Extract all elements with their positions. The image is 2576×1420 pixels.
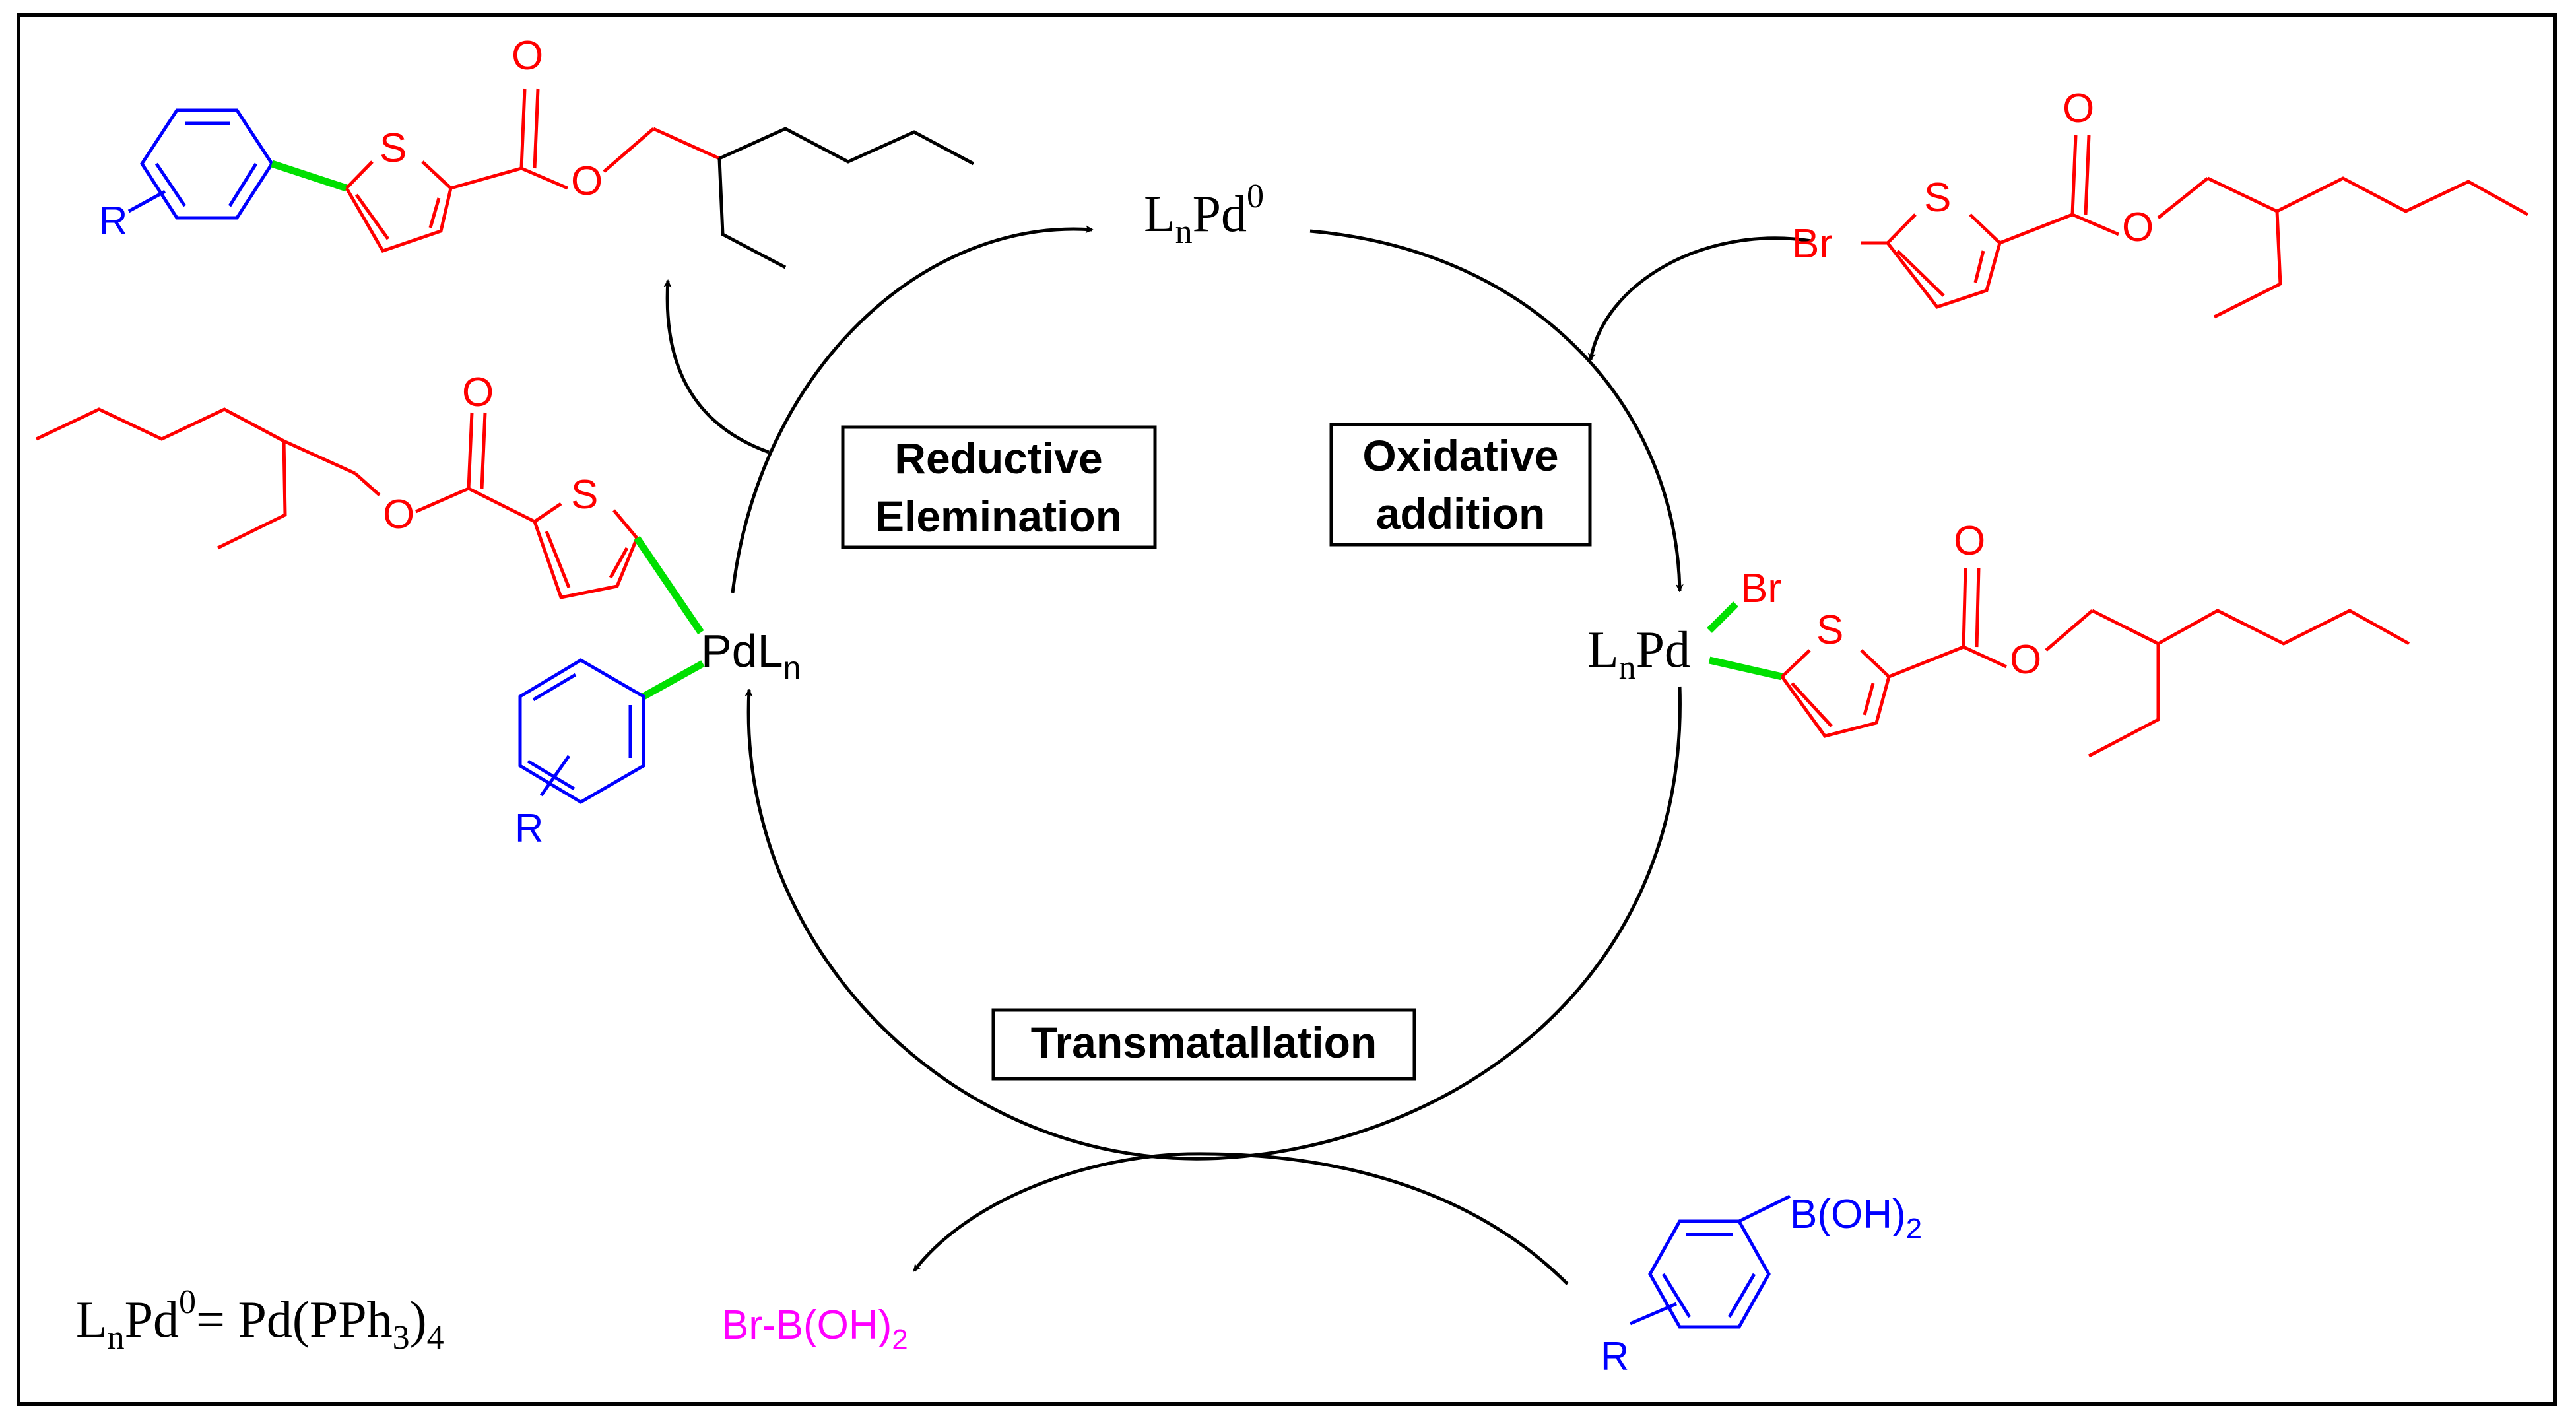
complex-carbonyl-o: O	[1954, 518, 1985, 564]
left-aryl-ring	[518, 658, 645, 804]
product-molecule: R S O O	[99, 33, 975, 269]
complex-sulfur: S	[1816, 607, 1843, 653]
left-sulfur: S	[571, 472, 598, 518]
substrate-carbonyl-o: O	[2063, 86, 2094, 131]
complex-lnpd-label: LnPd	[1587, 621, 1690, 687]
left-r-group: R	[515, 806, 543, 850]
arc-oxidative-addition	[1309, 229, 1684, 592]
substrate-alkyl-chain	[2213, 176, 2529, 319]
substrate-ester-o: O	[2122, 205, 2154, 250]
arrow-substrate-in	[1587, 236, 1812, 361]
pd-br-bond	[1707, 601, 1738, 633]
catalyst-definition: LnPd0= Pd(PPh3)4	[76, 1283, 444, 1357]
substrate-sulfur: S	[1924, 175, 1951, 220]
reductive-elimination-box	[841, 425, 1157, 549]
transmetallation-complex: O O S PdLn R	[35, 370, 801, 850]
product-alkyl-chain	[717, 127, 975, 269]
boronic-acid-label: B(OH)2	[1790, 1192, 1922, 1245]
pd-thienyl-bond	[1708, 656, 1783, 681]
complex-ester-o: O	[2010, 637, 2041, 683]
left-carbonyl-o: O	[462, 370, 494, 415]
product-aryl-ring	[127, 108, 274, 220]
byproduct-label: Br-B(OH)2	[721, 1302, 908, 1356]
substrate-thiophene-ester	[1861, 135, 2278, 309]
product-sulfur: S	[380, 125, 407, 171]
oxidative-addition-box	[1329, 423, 1592, 547]
boronic-r-group: R	[1601, 1334, 1629, 1378]
reductive-elimination-label-2: Elemination	[875, 492, 1122, 541]
arc-transmetallation	[744, 686, 1682, 1161]
cycle-arcs	[663, 225, 1812, 1285]
substrate-bromothiophene: Br S O O	[1792, 86, 2529, 319]
complex-thiophene-ester	[1780, 567, 2160, 738]
left-pd-thienyl-bond	[634, 535, 704, 635]
product-ester-o: O	[571, 158, 603, 204]
catalyst-pd0-label: LnPd0	[1144, 178, 1264, 251]
complex-alkyl-chain	[2088, 609, 2410, 758]
arylboronic-acid: B(OH)2 R	[1601, 1192, 1922, 1378]
left-pdln-label: PdLn	[701, 625, 801, 686]
product-new-bond	[271, 160, 348, 192]
arrow-product-release	[663, 279, 770, 454]
left-ester-o: O	[383, 492, 414, 537]
boronic-aryl-ring	[1630, 1194, 1791, 1329]
product-thiophene-ester	[345, 88, 721, 254]
complex-bromine: Br	[1740, 566, 1781, 611]
oxidative-addition-label-2: addition	[1376, 489, 1546, 538]
arc-reductive-elimination	[731, 225, 1094, 593]
reductive-elimination-label-1: Reductive	[894, 434, 1102, 483]
arrow-transmetallation-exchange	[913, 1152, 1569, 1285]
left-thiophene-ester	[414, 412, 639, 599]
transmetallation-label: Transmatallation	[1031, 1018, 1377, 1067]
product-carbonyl-o: O	[512, 33, 543, 79]
left-pd-aryl-bond	[642, 660, 705, 700]
transmetallation-box	[991, 1008, 1416, 1081]
diagram-border	[17, 13, 2557, 1406]
oxidative-addition-complex: LnPd Br S O O	[1587, 518, 2410, 758]
oxidative-addition-label-1: Oxidative	[1362, 431, 1558, 480]
product-r-group: R	[99, 199, 127, 243]
left-alkyl-chain	[35, 407, 381, 550]
substrate-bromine: Br	[1792, 221, 1833, 267]
